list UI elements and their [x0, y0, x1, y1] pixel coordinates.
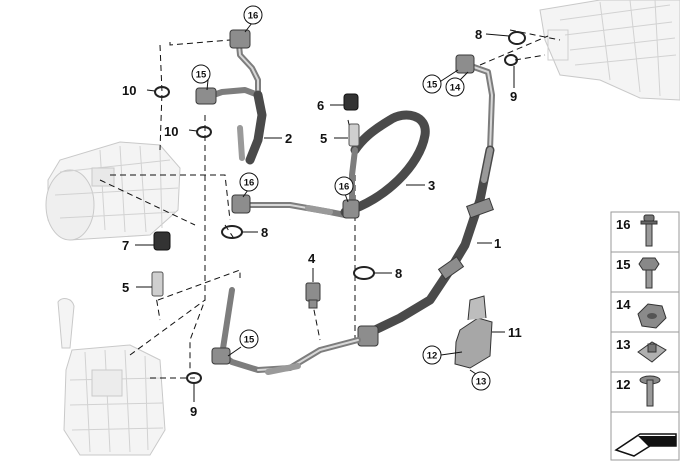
svg-text:15: 15 — [196, 70, 207, 81]
callout-12-circle: 12 — [422, 345, 442, 365]
callout-16-circle-left: 16 — [239, 172, 259, 192]
callout-5-upper: 5 — [320, 131, 327, 146]
callout-6: 6 — [317, 98, 324, 113]
svg-text:16: 16 — [339, 182, 350, 193]
leader-lines — [135, 22, 515, 402]
callout-9-bottom: 9 — [190, 404, 197, 419]
callout-7: 7 — [122, 238, 129, 253]
hex-nut-icon — [637, 303, 667, 329]
callout-9-top: 9 — [510, 89, 517, 104]
arrow-icon — [614, 433, 677, 457]
flange-block — [231, 194, 251, 214]
flange-block — [455, 54, 475, 74]
callout-11: 11 — [508, 325, 522, 340]
bracket-11 — [454, 295, 493, 369]
flange-block — [342, 199, 360, 219]
svg-text:12: 12 — [427, 351, 438, 362]
svg-text:14: 14 — [450, 83, 461, 94]
clip-nut-icon — [637, 341, 667, 363]
bolt-flange-icon — [640, 214, 658, 247]
svg-text:15: 15 — [244, 335, 255, 346]
hose-line-1 — [211, 54, 495, 375]
ac-compressor — [45, 141, 181, 241]
valve-cap-6 — [343, 93, 359, 111]
callout-8-top: 8 — [475, 27, 482, 42]
screw-washer-icon — [639, 375, 661, 407]
callout-10-mid: 10 — [164, 124, 178, 139]
callout-8-center: 8 — [395, 266, 402, 281]
electric-heater-unit — [57, 298, 166, 456]
svg-text:15: 15 — [427, 80, 438, 91]
callout-15-circle-bottom: 15 — [239, 329, 259, 349]
pressure-sensor-4 — [305, 282, 321, 309]
legend-number-14: 14 — [616, 297, 631, 312]
callout-8-left: 8 — [261, 225, 268, 240]
callout-2: 2 — [285, 131, 292, 146]
callout-4: 4 — [308, 251, 316, 266]
callout-14-circle: 14 — [445, 77, 465, 97]
callout-16-circle-center: 16 — [334, 176, 354, 196]
circled-callouts: 12 13 14 15 15 15 16 16 — [191, 5, 491, 391]
callout-16-circle-top: 16 — [243, 5, 263, 25]
callout-15-circle-top-left: 15 — [191, 64, 211, 84]
callout-15-circle-top-right: 15 — [422, 74, 442, 94]
callout-5-lower: 5 — [122, 280, 129, 295]
valve-core-5a — [348, 123, 360, 147]
callout-1: 1 — [494, 236, 501, 251]
flange-block — [195, 87, 217, 105]
svg-text:16: 16 — [244, 178, 255, 189]
callouts: 1 2 3 4 5 5 6 7 8 8 8 9 9 10 10 11 — [122, 27, 522, 419]
evaporator-housing — [539, 0, 680, 101]
legend-number-12: 12 — [616, 377, 630, 392]
valve-core-5b — [151, 271, 164, 297]
legend-number-16: 16 — [616, 217, 630, 232]
legend-number-13: 13 — [616, 337, 630, 352]
flange-block — [229, 29, 251, 49]
svg-text:16: 16 — [248, 11, 259, 22]
hose-line-3 — [231, 110, 430, 219]
hex-bolt-icon — [638, 257, 660, 289]
callout-3: 3 — [428, 178, 435, 193]
fastener-legend: 16 15 14 13 12 — [610, 211, 680, 461]
valve-cap-7 — [153, 231, 171, 251]
hose-line-2 — [195, 29, 267, 165]
callout-10-top: 10 — [122, 83, 136, 98]
legend-number-15: 15 — [616, 257, 630, 272]
svg-text:13: 13 — [476, 377, 487, 388]
flange-block — [357, 325, 379, 347]
callout-13-circle: 13 — [471, 371, 491, 391]
flange-block — [211, 347, 231, 365]
